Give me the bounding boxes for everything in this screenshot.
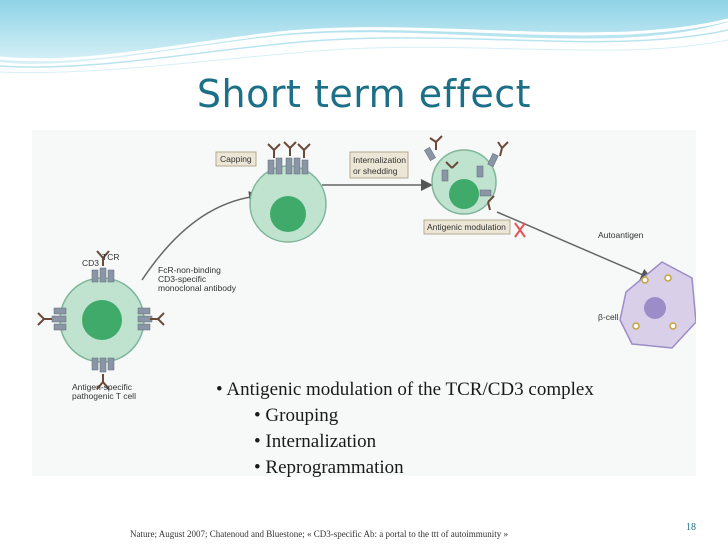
tcell-label-1: Antigen-specific [72, 382, 133, 392]
citation: Nature; August 2007; Chatenoud and Blues… [130, 529, 508, 539]
capping-cell [249, 141, 327, 243]
autoantigen-label: Autoantigen [598, 230, 644, 240]
antibody-label-1: FcR-non-binding [158, 265, 221, 275]
internalization-label: Internalization [353, 155, 406, 165]
antibody-label-2: CD3-specific [158, 274, 207, 284]
antigenic-modulation-label: Antigenic modulation [427, 222, 506, 232]
arrow-to-capping [141, 191, 261, 281]
tcr-label: TCR [102, 252, 119, 262]
bullet-item: • Internalization [254, 431, 377, 452]
bullet-item: • Reprogrammation [254, 457, 404, 478]
tcell-label-2: pathogenic T cell [72, 391, 136, 401]
arrow-to-beta-cell [496, 211, 653, 280]
diagram-figure: Capping Internalization or shedding Anti… [32, 130, 696, 476]
internalized-cell [424, 135, 509, 215]
bullet-item: • Antigenic modulation of the TCR/CD3 co… [216, 379, 594, 400]
header-banner [0, 0, 728, 74]
slide-number: 18 [686, 522, 696, 533]
beta-cell-label: β-cell [598, 312, 619, 322]
bullet-list: • Antigenic modulation of the TCR/CD3 co… [216, 377, 696, 481]
beta-cell [619, 261, 696, 349]
antibody-icon [37, 250, 165, 390]
pathogenic-t-cell [37, 250, 165, 390]
mechanism-diagram: Capping Internalization or shedding Anti… [37, 135, 696, 401]
bullet-item: • Grouping [254, 405, 339, 426]
block-x-icon [514, 222, 526, 238]
shedding-label: or shedding [353, 166, 398, 176]
antibody-label-3: monoclonal antibody [158, 283, 237, 293]
internalization-label-box: Internalization or shedding [349, 151, 409, 179]
antigenic-modulation-label-box: Antigenic modulation [423, 219, 511, 235]
capping-label-box: Capping [215, 151, 257, 167]
slide-title: Short term effect [196, 72, 532, 116]
tcr-cd3-receptor-icon [51, 267, 153, 373]
capping-label: Capping [220, 154, 252, 164]
cd3-label: CD3 [82, 258, 99, 268]
